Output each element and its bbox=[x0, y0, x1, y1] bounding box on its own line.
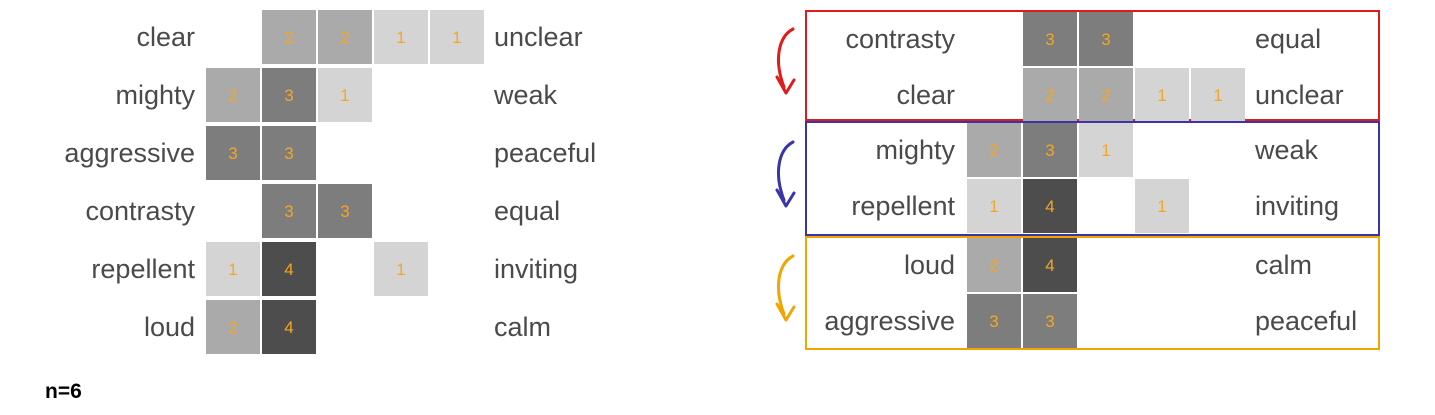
group-arrow-blue bbox=[775, 140, 796, 207]
row-label-left: mighty bbox=[115, 79, 195, 110]
heatmap-cell: 3 bbox=[262, 126, 316, 180]
heatmap-cell: 1 bbox=[318, 68, 372, 122]
heatmap-cell: 1 bbox=[1135, 68, 1189, 122]
heatmap-cell: 3 bbox=[206, 126, 260, 180]
row-label-right: equal bbox=[494, 195, 561, 226]
heatmap-cell: 4 bbox=[262, 242, 316, 296]
heatmap-cell: 4 bbox=[1023, 238, 1077, 292]
row-label-right: inviting bbox=[494, 253, 579, 284]
row-label-left: mighty bbox=[875, 134, 955, 165]
row-label-right: peaceful bbox=[494, 137, 597, 168]
heatmap-cell: 1 bbox=[1191, 68, 1245, 122]
row-label-left: repellent bbox=[851, 190, 955, 221]
row-label-left: contrasty bbox=[845, 23, 955, 54]
heatmap-cell: 4 bbox=[1023, 179, 1077, 233]
heatmap-cell: 1 bbox=[430, 10, 484, 64]
row-label-left: clear bbox=[136, 21, 195, 52]
heatmap-cell: 1 bbox=[374, 242, 428, 296]
row-label-right: unclear bbox=[1255, 79, 1344, 110]
group-arrow-red bbox=[775, 27, 796, 94]
heatmap-cell: 1 bbox=[206, 242, 260, 296]
heatmap-cell: 4 bbox=[262, 300, 316, 354]
row-label-left: repellent bbox=[91, 253, 195, 284]
row-label-left: loud bbox=[143, 311, 195, 342]
row-label-right: peaceful bbox=[1255, 305, 1358, 336]
heatmap-cell: 3 bbox=[1079, 12, 1133, 66]
heatmap-cell: 3 bbox=[318, 184, 372, 238]
heatmap-cell: 1 bbox=[1135, 179, 1189, 233]
row-label-right: weak bbox=[494, 79, 558, 110]
heatmap-cell: 1 bbox=[374, 10, 428, 64]
heatmap-cell: 1 bbox=[967, 179, 1021, 233]
row-label-right: inviting bbox=[1255, 190, 1340, 221]
heatmap-cell: 2 bbox=[262, 10, 316, 64]
heatmap-cell: 2 bbox=[1079, 68, 1133, 122]
group-arrow-orange bbox=[775, 254, 796, 322]
row-label-left: aggressive bbox=[64, 137, 195, 168]
heatmap-cell: 2 bbox=[206, 300, 260, 354]
heatmap-cell: 3 bbox=[262, 184, 316, 238]
row-label-left: loud bbox=[903, 249, 955, 280]
heatmap-cell: 1 bbox=[1079, 123, 1133, 177]
heatmap-cell: 2 bbox=[967, 123, 1021, 177]
row-label-right: calm bbox=[494, 311, 552, 342]
heatmap-cell: 2 bbox=[1023, 68, 1077, 122]
row-label-right: weak bbox=[1255, 134, 1319, 165]
row-label-right: calm bbox=[1255, 249, 1313, 280]
row-label-left: aggressive bbox=[824, 305, 955, 336]
heatmap-cell: 3 bbox=[1023, 123, 1077, 177]
heatmap-cell: 2 bbox=[318, 10, 372, 64]
heatmap-cell: 2 bbox=[967, 238, 1021, 292]
sample-size-label: n=6 bbox=[45, 380, 82, 403]
row-label-left: contrasty bbox=[85, 195, 195, 226]
heatmap-cell: 2 bbox=[206, 68, 260, 122]
heatmap-cell: 3 bbox=[1023, 294, 1077, 348]
heatmap-cell: 3 bbox=[1023, 12, 1077, 66]
row-label-right: equal bbox=[1255, 23, 1322, 54]
heatmap-cell: 3 bbox=[262, 68, 316, 122]
row-label-right: unclear bbox=[494, 21, 583, 52]
row-label-left: clear bbox=[896, 79, 955, 110]
heatmap-cell: 3 bbox=[967, 294, 1021, 348]
